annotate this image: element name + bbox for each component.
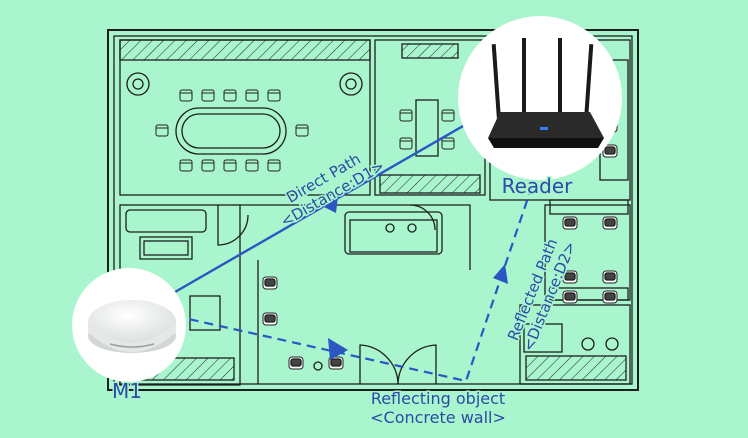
direct-path-line [174, 120, 471, 294]
reflected-arrowhead-1 [328, 338, 348, 360]
reflector-title: Reflecting object [371, 389, 505, 408]
direct-arrowhead [322, 196, 338, 213]
router-icon [458, 16, 622, 180]
sensor-puck-icon [72, 268, 186, 382]
reader-label: Reader [502, 174, 574, 198]
plant-icon [126, 72, 363, 96]
conference-chairs [155, 89, 309, 172]
reflected-path-line [174, 182, 535, 383]
m1-label: M1 [112, 379, 142, 403]
reflector-subtitle: <Concrete wall> [370, 408, 506, 427]
reflected-arrowhead-2 [493, 264, 508, 284]
